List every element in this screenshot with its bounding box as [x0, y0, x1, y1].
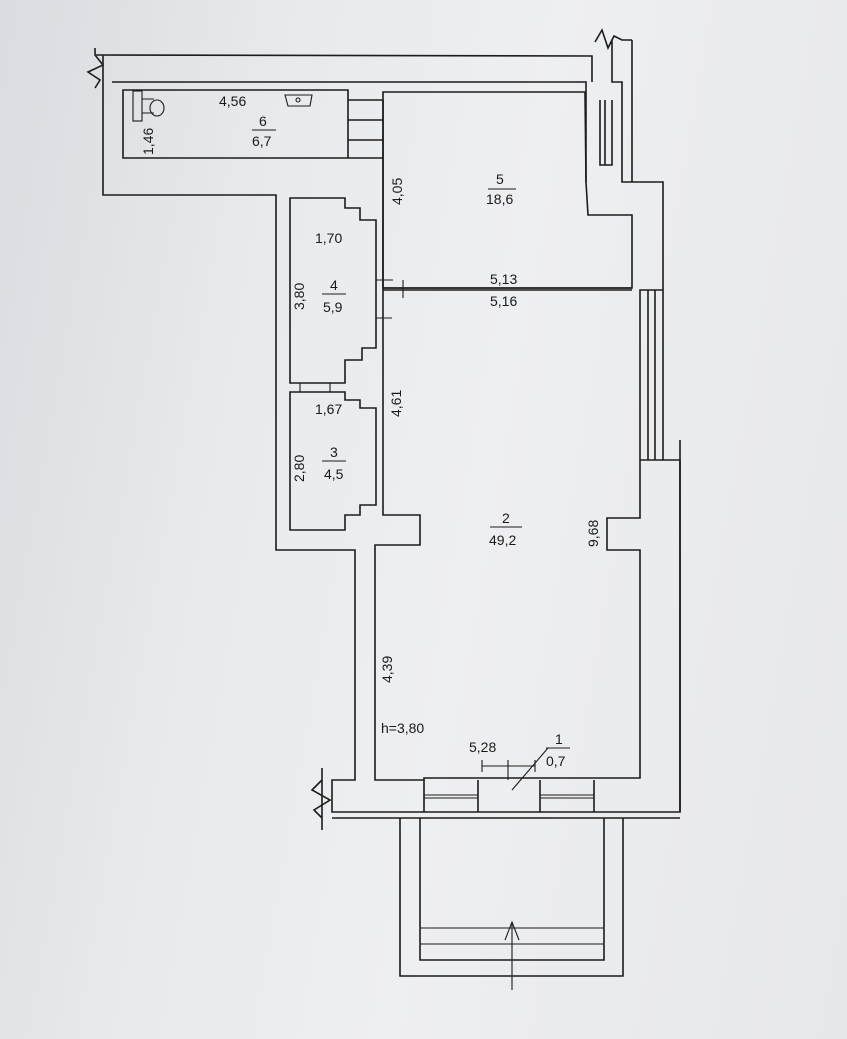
room-3 — [289, 391, 377, 531]
room-5-number: 5 — [496, 171, 504, 187]
room-2-area: 49,2 — [489, 532, 516, 548]
dim-room2-right: 9,68 — [585, 520, 601, 547]
room-4-number: 4 — [330, 277, 338, 293]
dimension-labels: 4,56 1,46 4,05 5,13 5,16 1,70 3,80 1,67 … — [140, 93, 601, 755]
dim-room2-left-upper: 4,61 — [388, 390, 404, 417]
dim-room2-left-lower: 4,39 — [379, 656, 395, 683]
room-4-area: 5,9 — [323, 299, 343, 315]
dim-room4-height: 3,80 — [291, 283, 307, 310]
ceiling-height-label: h=3,80 — [381, 720, 424, 736]
dim-room6-width: 1,46 — [140, 128, 156, 155]
dim-room4-width: 1,70 — [315, 230, 342, 246]
room-5 — [382, 91, 633, 289]
sink-icon — [284, 94, 313, 107]
room-3-area: 4,5 — [324, 466, 344, 482]
room-5-area: 18,6 — [486, 191, 513, 207]
toilet-icon — [132, 90, 165, 122]
dim-room6-length: 4,56 — [219, 93, 246, 109]
room-1-area: 0,7 — [546, 753, 566, 769]
outer-walls — [86, 28, 681, 830]
dim-room2-top-width: 5,16 — [490, 293, 517, 309]
dim-room5-height: 4,05 — [389, 178, 405, 205]
room-2 — [374, 158, 681, 812]
dim-room3-width: 1,67 — [315, 401, 342, 417]
room-labels: 6 6,7 5 18,6 4 5,9 3 4,5 2 49,2 1 0,7 — [252, 113, 570, 769]
partition-5-2 — [376, 279, 632, 319]
room-6 — [122, 89, 384, 159]
dim-room5-width: 5,13 — [490, 271, 517, 287]
room-6-number: 6 — [259, 113, 267, 129]
dim-room2-bottom: 5,28 — [469, 739, 496, 755]
room-2-number: 2 — [502, 510, 510, 526]
room-1-number: 1 — [555, 731, 563, 747]
room-3-number: 3 — [330, 444, 338, 460]
dim-room3-height: 2,80 — [291, 455, 307, 482]
entrance-porch — [399, 818, 624, 990]
room-6-area: 6,7 — [252, 133, 272, 149]
